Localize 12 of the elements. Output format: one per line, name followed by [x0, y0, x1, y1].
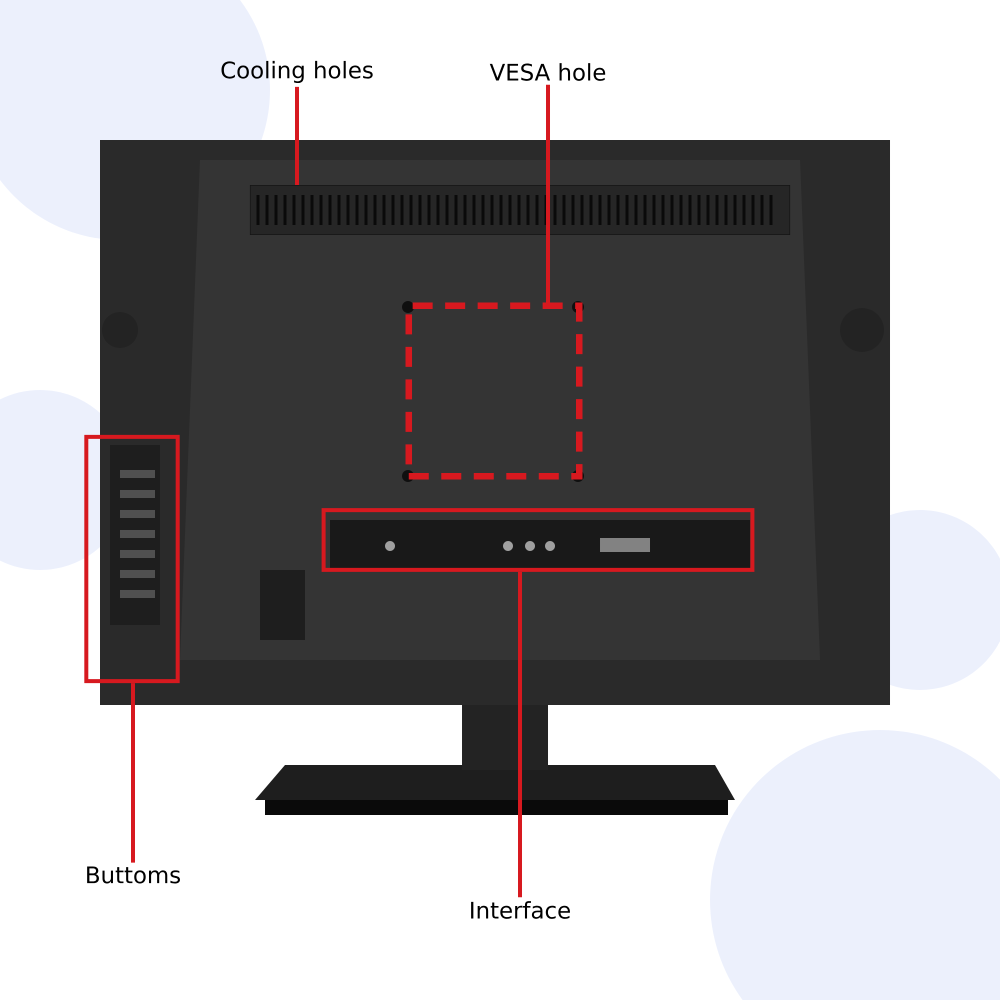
dashed-outline	[406, 302, 582, 480]
callout-label: Interface	[471, 901, 570, 919]
callout-label: VESA hole	[490, 63, 606, 81]
leader-line	[518, 572, 522, 898]
leader-line	[546, 84, 550, 302]
highlight-frame	[322, 508, 754, 572]
leader-line	[295, 86, 299, 186]
callout-label: Cooling holes	[222, 60, 373, 84]
vent-grille	[250, 185, 790, 235]
highlight-frame	[84, 434, 180, 684]
leader-line	[131, 683, 135, 863]
callout-label: Buttoms	[87, 866, 180, 884]
